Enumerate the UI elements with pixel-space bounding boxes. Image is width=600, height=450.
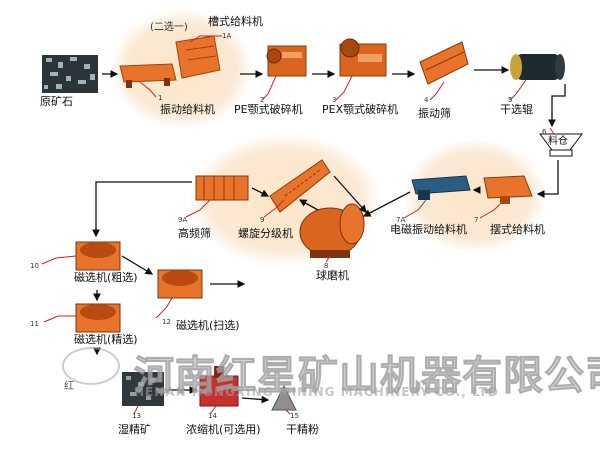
stage-number: 10 [30, 262, 39, 270]
ball-mill-machine [299, 203, 365, 258]
stage-label-mag-clean: 磁选机(精选) [74, 333, 138, 346]
stage-label-dry-separator: 干选辊 [500, 103, 533, 116]
stage-number: 1A [222, 32, 232, 40]
stage-label-raw: 原矿石 [40, 95, 73, 108]
pe-jaw-crusher-machine [266, 45, 307, 77]
bin-shape [539, 133, 583, 157]
stage-label-mag-rough: 磁选机(粗选) [74, 271, 138, 284]
stage-label-trough-feeder: 槽式给料机 [208, 15, 263, 28]
stage-label-wet-concentrate: 湿精矿 [118, 423, 151, 436]
swing-feeder-machine [483, 175, 533, 204]
thickener-machine [199, 366, 239, 407]
stage-label-thickener: 浓缩机(可选用) [186, 423, 261, 436]
stage-number: 7A [396, 216, 406, 224]
vibrating-screen-machine [419, 41, 469, 85]
stage-number: 13 [132, 412, 141, 420]
pex-jaw-crusher-machine [339, 38, 387, 77]
stage-number: 11 [30, 320, 39, 328]
stage-label-vibrating-feeder: 振动给料机 [160, 103, 215, 116]
vibrating-feeder-machine [119, 63, 177, 88]
mag-separator-rough-machine [75, 241, 121, 271]
stage-number: 2 [260, 96, 265, 104]
raw-ore-image [42, 55, 98, 93]
option-note: (二选一) [150, 22, 188, 33]
stage-label-swing-feeder: 摆式给料机 [490, 223, 545, 236]
stage-label-mag-scav: 磁选机(扫选) [176, 319, 240, 332]
stage-number: 8 [324, 262, 329, 270]
stage-label-bin: 料仓 [548, 136, 568, 147]
stage-number: 3 [332, 96, 337, 104]
stage-number: 15 [290, 412, 299, 420]
stage-number: 12 [162, 318, 171, 326]
wet-concentrate-image [122, 372, 164, 406]
stage-label-ball-mill: 球磨机 [316, 269, 349, 282]
stage-number: 7 [474, 216, 479, 224]
mag-separator-scav-machine [157, 269, 203, 299]
stage-number: 14 [208, 412, 217, 420]
dry-separator-roller-machine [510, 54, 565, 80]
high-frequency-screen-machine [195, 175, 249, 201]
stage-label-dry-powder: 干精粉 [286, 423, 319, 436]
stage-number: 6 [542, 128, 547, 136]
leader-lines [41, 35, 555, 415]
stage-number: 4 [424, 96, 429, 104]
stage-number: 1 [158, 94, 163, 102]
stage-label-hf-screen: 高频筛 [178, 227, 211, 240]
trough-feeder-machine [175, 35, 221, 79]
mag-separator-clean-machine [75, 303, 121, 333]
stage-label-spiral: 螺旋分级机 [238, 227, 293, 240]
stage-label-pe-crusher: PE颚式破碎机 [234, 103, 303, 116]
spiral-classifier-machine [269, 159, 331, 213]
flow-arrows [92, 66, 566, 404]
stage-label-pex-crusher: PEX颚式破碎机 [322, 103, 399, 116]
stage-label-em-feeder: 电磁振动给料机 [390, 223, 467, 236]
stage-label-screen: 振动筛 [418, 107, 451, 120]
stage-number: 5 [508, 96, 513, 104]
em-vibrating-feeder-machine [411, 175, 471, 200]
dry-powder-pile [271, 384, 297, 411]
stage-number: 9A [178, 216, 188, 224]
stage-number: 9 [260, 216, 265, 224]
